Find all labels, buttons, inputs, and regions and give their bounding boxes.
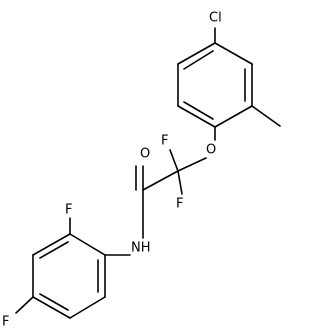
ring2-bond-2-inner <box>39 241 69 259</box>
para-fluorine-label: F <box>2 315 9 330</box>
molecule-structure-canvas: Cl O F F O NH F F <box>2 11 281 330</box>
ether-oxygen-label: O <box>206 143 216 158</box>
ring1-bond-6-inner <box>183 50 214 70</box>
amide-nh-label: NH <box>131 241 151 256</box>
ring2-bond-4-inner <box>39 293 69 311</box>
methyl-bond <box>251 105 281 127</box>
para-fluorine-bond <box>15 296 34 314</box>
chlorine-label: Cl <box>209 11 222 26</box>
fluorine-a-label: F <box>161 134 168 149</box>
molecule-structure: Cl O F F O NH F F <box>2 11 281 330</box>
carbonyl-oxygen-label: O <box>140 147 150 162</box>
ring2-bond-2 <box>32 233 71 256</box>
ring2-bond-4 <box>32 296 71 319</box>
fluorine-b-label: F <box>176 197 183 212</box>
ring1-bond-4 <box>177 105 216 128</box>
ring1-bond-4-inner <box>183 101 214 120</box>
cf2-to-fluorine-a-bond <box>169 149 179 172</box>
ring1-bond-3 <box>214 105 253 128</box>
difluoro-phenyl-ring <box>32 233 106 319</box>
chloro-methyl-phenyl-ring <box>177 42 253 128</box>
ether-oxygen-to-cf2-bond <box>177 157 207 172</box>
ring1-bond-1 <box>214 42 253 65</box>
ring1-bond-6 <box>177 42 216 65</box>
cf2-to-carbonyl-bond <box>142 170 179 191</box>
ring2-bond-5 <box>69 296 106 319</box>
cf2-to-fluorine-b-bond <box>177 170 183 195</box>
ring2-bond-1 <box>69 233 106 256</box>
ortho-fluorine-label: F <box>65 203 72 218</box>
